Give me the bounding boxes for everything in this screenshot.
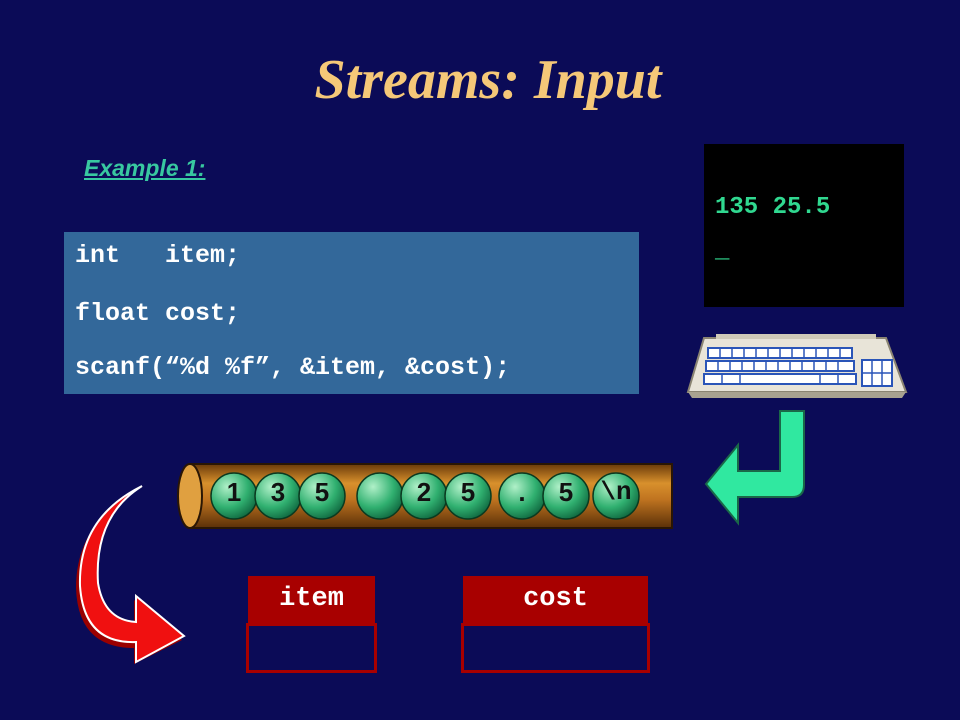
terminal-screen: 135 25.5 _ (704, 144, 904, 307)
code-line-scanf: scanf(“%d %f”, &item, &cost); (75, 353, 511, 382)
curved-return-arrow-icon (76, 485, 186, 664)
code-block: int item; float cost; scanf(“%d %f”, &it… (64, 232, 639, 394)
stream-char: . (518, 477, 526, 507)
variable-cost-label: cost (463, 576, 648, 623)
stream-ball (592, 472, 640, 520)
terminal-input-line: 135 25.5 (715, 194, 831, 221)
down-left-arrow-icon (704, 410, 805, 526)
stream-char: 5 (460, 477, 476, 507)
stream-char-newline: \n (600, 477, 632, 507)
stream-ball (542, 472, 590, 520)
example-label: Example 1: (84, 155, 206, 181)
variable-item-label: item (248, 576, 375, 623)
variable-cost-box (461, 623, 650, 673)
code-line-declare-cost: float cost; (75, 299, 241, 328)
stream-char: 1 (226, 477, 242, 507)
variable-item-box (246, 623, 377, 673)
code-line-declare-item: int item; (75, 241, 241, 270)
stream-char: 5 (558, 477, 574, 507)
keyboard-icon (686, 334, 908, 398)
stream-ball (298, 472, 346, 520)
stream-ball (444, 472, 492, 520)
stream-char: 5 (314, 477, 330, 507)
terminal-cursor: _ (715, 238, 730, 265)
stream-ball (356, 472, 404, 520)
page-title: Streams: Input (314, 49, 662, 111)
stream-char: 3 (270, 477, 286, 507)
input-stream-pipe (177, 463, 673, 529)
stream-char: 2 (416, 477, 432, 507)
